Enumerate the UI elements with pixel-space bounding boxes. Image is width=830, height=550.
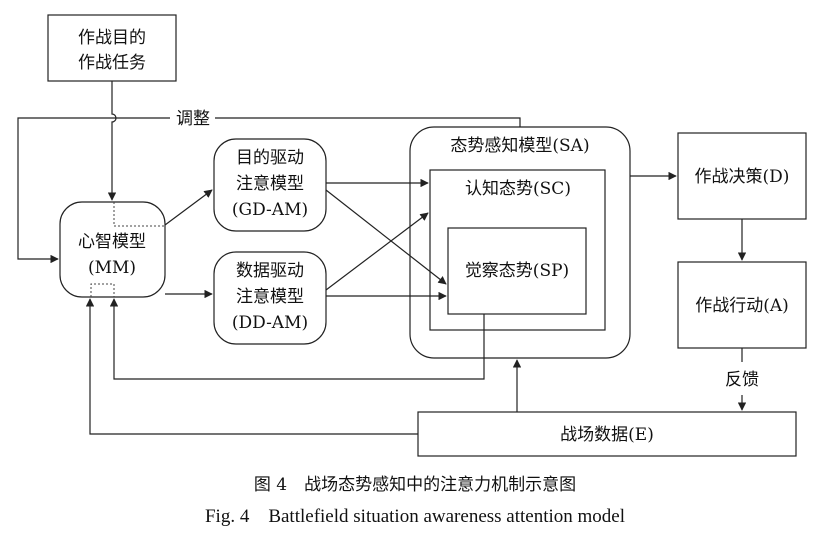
dd-am-line2: 注意模型 [236, 287, 304, 307]
data-to-mm-arrow [85, 298, 418, 435]
mental-model-line2: (MM) [88, 258, 136, 278]
dd-am-line1: 数据驱动 [236, 261, 304, 281]
gd-am-line2: 注意模型 [236, 174, 304, 194]
sp-label: 觉察态势(SP) [465, 261, 569, 281]
action-label: 作战行动(A) [695, 296, 789, 316]
adjust-line [215, 117, 521, 127]
mission-line1: 作战目的 [78, 28, 146, 48]
mission-line2: 作战任务 [78, 53, 146, 73]
feedback-label: 反馈 [725, 370, 759, 390]
caption-cn: 图 4 战场态势感知中的注意力机制示意图 [254, 475, 576, 495]
sa-label: 态势感知模型(SA) [450, 136, 589, 156]
gd-am-line3: (GD-AM) [232, 200, 308, 220]
mission-box: 作战目的 作战任务 [47, 14, 177, 82]
adjust-label: 调整 [176, 109, 210, 129]
decision-box: 作战决策(D) [677, 132, 807, 220]
mental-model-line1: 心智模型 [78, 232, 146, 252]
sp-to-mm-arrow [109, 298, 485, 380]
caption-en: Fig. 4 Battlefield situation awareness a… [205, 506, 625, 527]
adjust-line-left [17, 117, 170, 264]
battlefield-data-box: 战场数据(E) [417, 411, 797, 457]
action-box: 作战行动(A) [677, 261, 807, 349]
gdam-to-sp-arrow [325, 189, 447, 285]
ddam-to-sc-arrow [325, 212, 429, 291]
gd-am-box: 目的驱动 注意模型 (GD-AM) [213, 138, 327, 232]
decision-label: 作战决策(D) [695, 167, 790, 187]
battlefield-data-label: 战场数据(E) [560, 425, 654, 445]
mm-to-gdam-arrow [164, 189, 213, 226]
gd-am-line1: 目的驱动 [236, 148, 304, 168]
mental-model-box: 心智模型 (MM) [59, 201, 166, 298]
mission-to-mm-arrow [107, 81, 117, 201]
sp-box: 觉察态势(SP) [447, 227, 587, 315]
sc-label: 认知态势(SC) [465, 179, 571, 199]
dd-am-line3: (DD-AM) [232, 313, 308, 333]
dd-am-box: 数据驱动 注意模型 (DD-AM) [213, 251, 327, 345]
